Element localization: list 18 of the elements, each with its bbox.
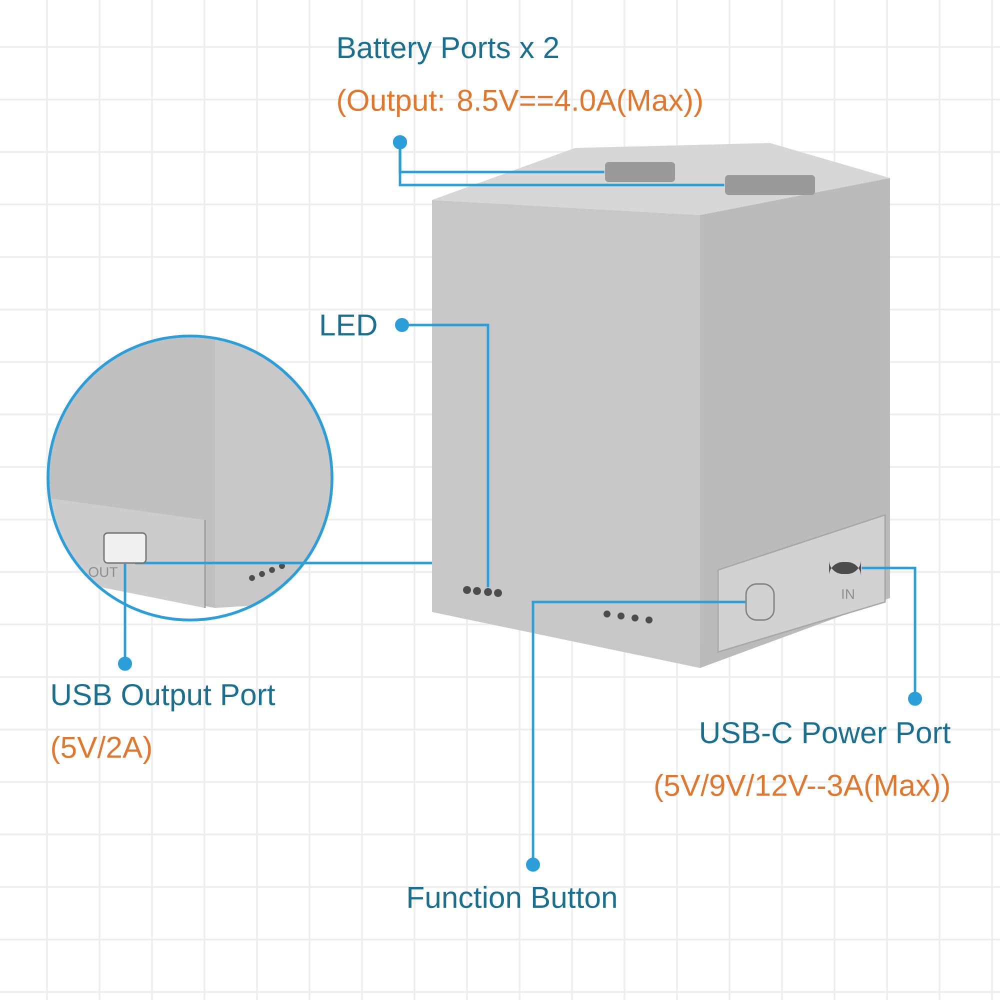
port-marking: OUT — [88, 567, 118, 577]
usb-c-port — [829, 560, 862, 576]
leader-line — [395, 318, 490, 588]
callout-label: Function Button — [408, 886, 616, 908]
leader-line — [526, 600, 746, 872]
callout-label: USB Output Port (5V/2A) — [52, 684, 276, 764]
callout-label: USB-C Power Port (5V/9V/12V--3A(Max)) — [655, 722, 951, 802]
battery-slot — [605, 162, 676, 182]
leader-line — [393, 135, 724, 186]
callout-label: Battery Ports x 2 (Output: 8.5V==4.0A(Max)) — [338, 36, 702, 118]
button — [745, 583, 775, 621]
led-dot — [484, 588, 492, 596]
leader-line — [118, 564, 132, 671]
battery-slot — [725, 174, 816, 195]
callout-label: LED — [321, 314, 376, 336]
leader-line — [862, 566, 922, 706]
usb-port — [103, 532, 147, 564]
port-marking: IN — [842, 589, 854, 599]
